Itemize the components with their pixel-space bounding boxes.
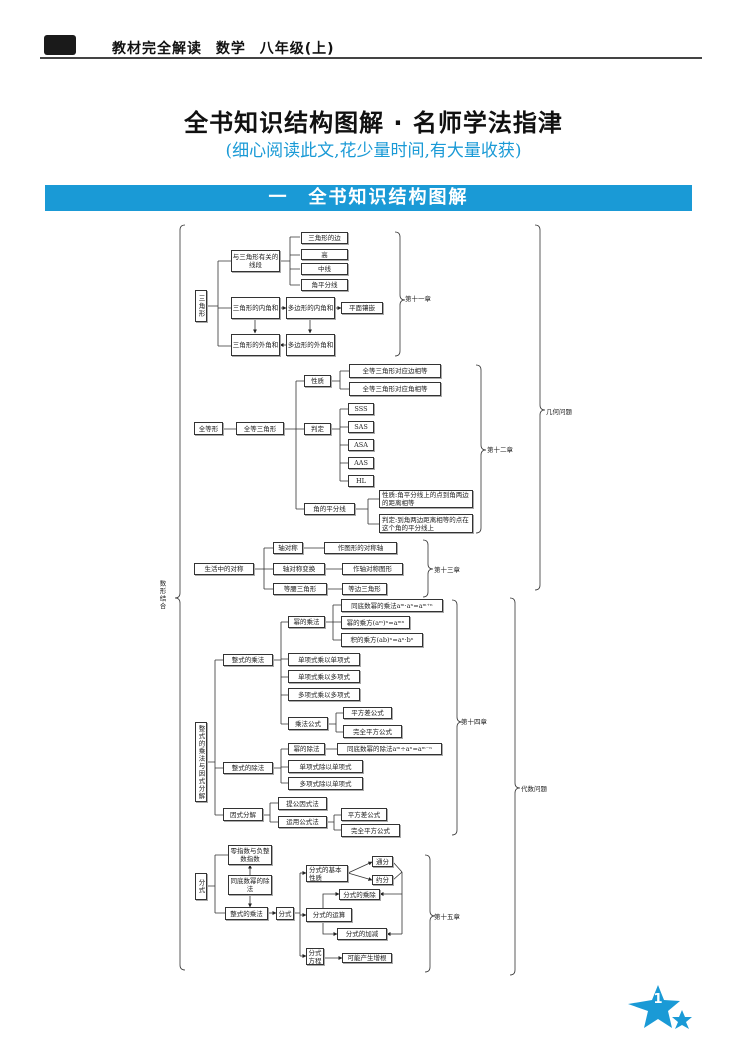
node-factor-perfect-square: 完全平方公式 bbox=[341, 824, 400, 837]
node-reduce: 约分 bbox=[372, 875, 393, 885]
node-mono-div-mono: 单项式除以单项式 bbox=[288, 760, 363, 773]
label-ch14: 第十四章 bbox=[461, 718, 487, 726]
node-zero-negative-exponent: 零指数与负整数指数 bbox=[228, 845, 272, 865]
label-ch15: 第十五章 bbox=[434, 913, 460, 921]
node-median: 中线 bbox=[301, 263, 348, 275]
node-axial-symmetry: 轴对称 bbox=[273, 542, 303, 554]
node-poly-times-poly: 多项式乘以多项式 bbox=[288, 688, 360, 701]
label-number-shape: 数形结合 bbox=[158, 580, 166, 610]
star-icon bbox=[628, 985, 692, 1029]
node-hl: HL bbox=[348, 475, 374, 487]
node-polynomial-div: 整式的除法 bbox=[223, 762, 273, 774]
node-polygon-exterior-sum: 多边形的外角和 bbox=[286, 334, 335, 356]
node-poly-mult: 整式的乘法 bbox=[225, 907, 268, 920]
brace-ch15 bbox=[424, 854, 436, 973]
node-same-base-div: 同底数幂的除法aᵐ÷aⁿ=aᵐ⁻ⁿ bbox=[337, 743, 442, 755]
page-number: 1 bbox=[653, 992, 663, 1007]
node-congruent-figures: 全等形 bbox=[194, 422, 223, 435]
node-bisector-property: 性质:角平分线上的点到角两边的距离相等 bbox=[379, 490, 473, 508]
brace-ch12 bbox=[475, 364, 487, 534]
node-angle-bisector: 角平分线 bbox=[301, 279, 348, 291]
node-property: 性质 bbox=[304, 375, 331, 387]
node-height: 高 bbox=[301, 249, 348, 260]
node-fraction-equation: 分式方程 bbox=[306, 948, 324, 965]
node-polygon-interior-sum: 多边形的内角和 bbox=[286, 297, 335, 319]
running-header: 教材完全解读 数学 八年级(上) bbox=[112, 41, 335, 57]
node-draw-symmetric: 作轴对称图形 bbox=[342, 563, 403, 575]
brace-left bbox=[174, 224, 186, 971]
node-common-denominator: 通分 bbox=[372, 856, 393, 867]
node-basic-property: 分式的基本性质 bbox=[306, 865, 348, 882]
label-ch13: 第十三章 bbox=[434, 566, 460, 574]
node-factorization: 因式分解 bbox=[223, 808, 263, 821]
label-algebra: 代数问题 bbox=[521, 785, 547, 793]
node-isosceles: 等腰三角形 bbox=[273, 583, 327, 595]
node-triangle-interior-sum: 三角形的内角和 bbox=[231, 297, 280, 319]
node-extraneous-root: 可能产生增根 bbox=[342, 953, 392, 963]
page-title: 全书知识结构图解 · 名师学法指津 bbox=[184, 109, 563, 137]
brace-ch13 bbox=[422, 539, 434, 598]
node-symmetry-in-life: 生活中的对称 bbox=[194, 563, 254, 575]
brace-geometry bbox=[534, 224, 546, 591]
page-subtitle: (细心阅读此文,花少量时间,有大量收获) bbox=[225, 141, 522, 161]
node-corresponding-angles: 全等三角形对应角相等 bbox=[349, 382, 441, 396]
node-add-sub: 分式的加减 bbox=[337, 928, 387, 940]
section-heading-bar: 一 全书知识结构图解 bbox=[45, 185, 692, 211]
node-polynomial-mult: 整式的乘法 bbox=[223, 654, 273, 666]
node-mono-times-poly: 单项式乘以多项式 bbox=[288, 670, 360, 683]
node-power-of-product: 积的乘方(ab)ⁿ=aⁿ·bⁿ bbox=[341, 633, 423, 647]
node-fraction: 分式 bbox=[276, 907, 294, 920]
node-axial-transform: 轴对称变换 bbox=[273, 563, 325, 575]
node-common-factor: 提公因式法 bbox=[278, 797, 327, 810]
brace-algebra bbox=[509, 597, 521, 976]
node-asa: ASA bbox=[348, 439, 374, 451]
node-sas: SAS bbox=[348, 421, 374, 433]
node-use-formula: 运用公式法 bbox=[278, 816, 327, 828]
node-equilateral: 等边三角形 bbox=[342, 583, 387, 595]
node-mono-times-mono: 单项式乘以单项式 bbox=[288, 653, 360, 666]
node-operations: 分式的运算 bbox=[306, 908, 352, 922]
brace-ch14 bbox=[451, 599, 463, 836]
node-power-div: 幂的除法 bbox=[288, 743, 325, 755]
node-corresponding-sides: 全等三角形对应边相等 bbox=[349, 364, 441, 378]
header-rule bbox=[40, 57, 702, 59]
node-factor-diff-squares: 平方差公式 bbox=[341, 808, 387, 821]
node-draw-axis: 作图形的对称轴 bbox=[324, 542, 397, 554]
node-power-mult: 幂的乘法 bbox=[288, 616, 325, 628]
node-poly-div-mono: 多项式除以单项式 bbox=[288, 777, 363, 790]
node-mult-formulas: 乘法公式 bbox=[288, 717, 328, 730]
node-criteria: 判定 bbox=[304, 423, 331, 435]
label-ch11: 第十一章 bbox=[405, 295, 431, 303]
publisher-logo bbox=[44, 35, 76, 55]
label-ch12: 第十二章 bbox=[487, 446, 513, 454]
node-same-base-division: 同底数幂的除法 bbox=[228, 875, 272, 895]
label-geometry: 几何问题 bbox=[546, 408, 572, 416]
node-difference-of-squares: 平方差公式 bbox=[343, 707, 392, 719]
node-polynomial-mult-factor: 整式的乘法与因式分解 bbox=[195, 722, 207, 802]
node-mult-div: 分式的乘除 bbox=[339, 889, 380, 900]
node-congruent-triangles: 全等三角形 bbox=[236, 422, 284, 435]
node-bisector-criteria: 判定:到角两边距离相等的点在这个角的平分线上 bbox=[379, 514, 473, 533]
node-triangle: 三角形 bbox=[195, 290, 207, 322]
node-aas: AAS bbox=[348, 457, 374, 469]
node-power-of-power: 幂的乘方(aᵐ)ⁿ=aᵐⁿ bbox=[341, 616, 410, 629]
node-triangle-side: 三角形的边 bbox=[301, 232, 348, 244]
node-triangle-segments: 与三角形有关的线段 bbox=[231, 250, 280, 272]
node-same-base-mult: 同底数幂的乘法aᵐ·aⁿ=aᵐ⁺ⁿ bbox=[341, 599, 443, 612]
brace-ch11 bbox=[394, 231, 406, 357]
node-tiling: 平面镶嵌 bbox=[341, 302, 383, 314]
node-sss: SSS bbox=[348, 403, 374, 415]
node-perfect-square: 完全平方公式 bbox=[343, 725, 402, 738]
node-fractions: 分式 bbox=[195, 873, 207, 900]
node-angle-bisector-ray: 角的平分线 bbox=[304, 503, 355, 515]
node-triangle-exterior-sum: 三角形的外角和 bbox=[231, 334, 280, 356]
